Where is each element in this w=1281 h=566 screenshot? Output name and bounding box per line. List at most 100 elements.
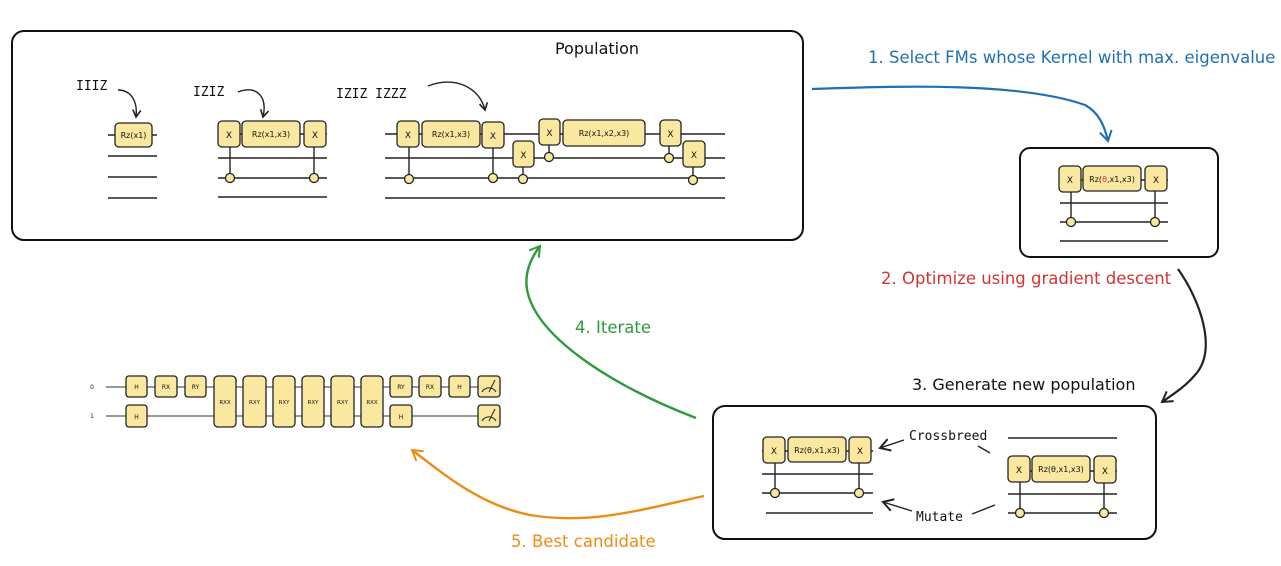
svg-text:Rz(x1,x3): Rz(x1,x3): [252, 130, 290, 139]
gate-rz-theta-x1-x3: Rz(θ,x1,x3): [1031, 455, 1091, 483]
gate-rz-x1-x3: Rz(x1,x3): [241, 120, 301, 148]
gate-rx: RX: [418, 375, 442, 398]
gate-x: X: [538, 118, 561, 146]
label-arrow-iziz: [237, 89, 270, 119]
svg-text:X: X: [1153, 176, 1159, 186]
svg-text:X: X: [226, 131, 232, 141]
step4-label: 4. Iterate: [575, 318, 651, 337]
new-population-title: 3. Generate new population: [912, 375, 1135, 394]
svg-text:H: H: [134, 384, 139, 391]
measurement-icon: [477, 375, 501, 398]
svg-text:Rz(θ,x1,x3): Rz(θ,x1,x3): [1038, 465, 1084, 474]
gate-rz-theta-x1-x3: Rz(θ,x1,x3): [787, 436, 847, 463]
gate-x: X: [1007, 455, 1031, 483]
svg-text:X: X: [857, 447, 863, 457]
gate-h: H: [125, 404, 148, 428]
gate-rz-x1: Rz(x1): [114, 122, 153, 148]
label-arrow-iiiz: [117, 89, 142, 119]
mutate-arrow: [881, 498, 913, 512]
svg-text:RXX: RXX: [219, 400, 231, 406]
mutate-link: [971, 504, 996, 515]
gate-h: H: [448, 375, 471, 398]
population-box: Population IIIZ Rz(x1) IZIZ: [11, 30, 804, 241]
label-iziz-izzz: IZIZ IZZZ: [336, 87, 407, 102]
svg-text:H: H: [134, 414, 139, 421]
mutate-label: Mutate: [916, 510, 963, 525]
gate-rxy: RXY: [301, 375, 325, 428]
measurement-icon: [477, 404, 501, 428]
svg-text:H: H: [457, 384, 462, 391]
gate-rxy: RXY: [330, 375, 355, 428]
step2-label: 2. Optimize using gradient descent: [881, 269, 1172, 288]
selected-fm-box: X Rz(θ,x1,x3) X: [1019, 147, 1219, 258]
qubit-label-1: 1: [90, 413, 94, 420]
gate-x: X: [659, 119, 682, 147]
svg-text:X: X: [520, 151, 526, 161]
label-iziz: IZIZ: [193, 85, 224, 100]
svg-text:X: X: [1067, 176, 1073, 186]
svg-text:X: X: [546, 129, 552, 139]
step2-arrow: [1160, 268, 1207, 404]
gate-x: X: [762, 436, 786, 464]
final-circuit: 0 1 H RX RY H RXX RXY: [90, 375, 501, 428]
svg-text:Rz(θ,x1,x3): Rz(θ,x1,x3): [794, 446, 840, 455]
svg-text:Rz(θ,x1,x3): Rz(θ,x1,x3): [1089, 175, 1135, 184]
svg-text:RXY: RXY: [249, 400, 261, 406]
population-circuit-2: X Rz(x1,x3) X: [217, 120, 327, 198]
svg-text:RXY: RXY: [308, 400, 320, 406]
gate-x: X: [217, 120, 241, 148]
crossbreed-arrow: [878, 438, 905, 452]
gate-x: X: [1144, 165, 1168, 192]
gate-x: X: [481, 121, 505, 149]
population-circuit-1: Rz(x1): [108, 122, 157, 199]
gate-rz-x1-x3: Rz(x1,x3): [421, 120, 481, 148]
step1-label: 1. Select FMs whose Kernel with max. eig…: [868, 48, 1275, 67]
svg-text:RXY: RXY: [279, 400, 291, 406]
gate-h: H: [389, 404, 413, 428]
step5-arrow: [410, 448, 705, 520]
svg-text:RXY: RXY: [337, 400, 349, 406]
gate-x: X: [303, 120, 327, 148]
gate-rx: RX: [154, 375, 178, 398]
new-circuit-right: X Rz(θ,x1,x3) X: [1007, 437, 1117, 519]
gate-x: X: [682, 140, 706, 168]
svg-text:X: X: [490, 132, 496, 142]
step5-label: 5. Best candidate: [511, 532, 656, 551]
new-circuit-left: X Rz(θ,x1,x3) X: [762, 436, 873, 514]
svg-text:X: X: [667, 130, 673, 140]
gate-x: X: [848, 436, 872, 464]
label-arrow-iziz-izzz: [427, 81, 489, 112]
step4-arrow: [525, 244, 697, 420]
gate-rxy: RXY: [272, 375, 296, 428]
theta-parameter: θ: [1102, 175, 1107, 184]
svg-text:X: X: [312, 131, 318, 141]
svg-text:Rz(x1): Rz(x1): [121, 131, 147, 140]
new-population-box: X Rz(θ,x1,x3) X X: [712, 405, 1157, 540]
svg-text:Rz(x1,x3): Rz(x1,x3): [432, 130, 470, 139]
label-iiiz: IIIZ: [76, 79, 107, 94]
svg-text:RXX: RXX: [366, 400, 378, 406]
gate-h: H: [125, 375, 148, 398]
svg-text:RX: RX: [426, 384, 434, 391]
svg-text:X: X: [1016, 466, 1022, 476]
gate-x: X: [396, 120, 420, 148]
gate-ry: RY: [389, 375, 413, 398]
svg-text:X: X: [691, 151, 697, 161]
svg-text:H: H: [399, 414, 404, 421]
svg-text:X: X: [771, 447, 777, 457]
gate-ry: RY: [184, 375, 207, 398]
gate-rz-x1-x2-x3: Rz(x1,x2,x3): [562, 119, 646, 147]
svg-text:X: X: [405, 131, 411, 141]
gate-rz-theta-x1-x3: Rz(θ,x1,x3): [1082, 165, 1142, 192]
gate-x: X: [1093, 455, 1117, 484]
svg-text:X: X: [1102, 467, 1108, 477]
qubit-label-0: 0: [90, 384, 94, 391]
gate-x: X: [512, 140, 535, 168]
step1-arrow: [811, 85, 1113, 143]
gate-x: X: [1058, 165, 1082, 193]
population-circuit-3: X Rz(x1,x3) X X X Rz(x1,x2,x3): [385, 118, 725, 199]
crossbreed-link: [977, 445, 991, 454]
gate-rxx: RXX: [360, 375, 384, 428]
gate-rxy: RXY: [242, 375, 267, 428]
